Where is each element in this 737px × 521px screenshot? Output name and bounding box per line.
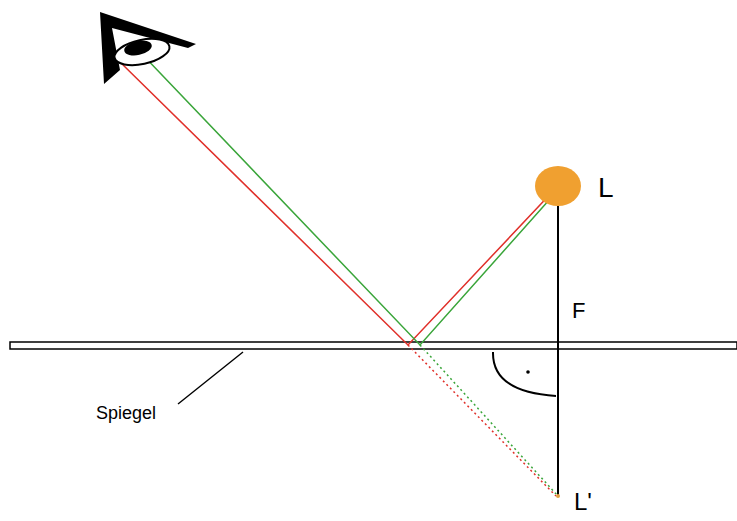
right-angle-mark — [493, 352, 556, 396]
pupil — [123, 38, 153, 58]
red-ray — [120, 62, 556, 345]
eye — [112, 34, 172, 69]
red-virtual-ray — [408, 345, 556, 496]
image-point — [556, 494, 560, 498]
green-virtual-ray — [420, 345, 558, 496]
point-label: F — [572, 300, 585, 322]
light-source — [535, 166, 581, 206]
point-label: L' — [574, 490, 592, 514]
eye-brow — [100, 12, 196, 84]
leader-line — [178, 352, 243, 404]
point-label: L — [598, 174, 614, 202]
right-angle-dot — [526, 370, 530, 374]
mirror-label: Spiegel — [96, 404, 156, 422]
perpendicular-line — [557, 188, 559, 496]
green-ray — [140, 52, 558, 345]
mirror — [10, 342, 737, 349]
